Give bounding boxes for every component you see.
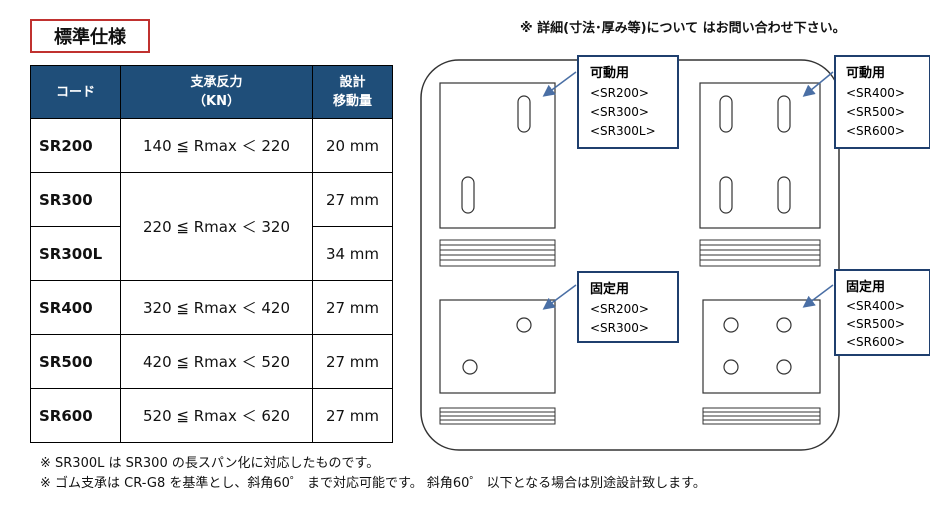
row-displacement: 27 mm bbox=[312, 388, 393, 443]
callout-item: <SR400> bbox=[846, 299, 905, 313]
callout-arrow bbox=[802, 71, 834, 97]
row-range: 420 ≦ Rmax ＜ 520 bbox=[120, 334, 313, 389]
bolt-hole bbox=[516, 317, 532, 333]
callout-item: <SR300> bbox=[590, 321, 649, 335]
row-code: SR500 bbox=[30, 334, 121, 389]
inquiry-note: ※ 詳細(寸法･厚み等)について はお問い合わせ下さい。 bbox=[520, 21, 846, 36]
callout-arrow bbox=[542, 284, 577, 310]
header-force-line2: （KN） bbox=[193, 94, 240, 109]
row-code: SR300L bbox=[30, 226, 121, 281]
row-displacement: 34 mm bbox=[312, 226, 393, 281]
row-range: 320 ≦ Rmax ＜ 420 bbox=[120, 280, 313, 335]
callout-movable-large: 可動用 <SR400> <SR500> <SR600> bbox=[834, 55, 930, 149]
header-disp-line2: 移動量 bbox=[332, 94, 372, 109]
bolt-hole bbox=[723, 359, 739, 375]
row-displacement: 20 mm bbox=[312, 118, 393, 173]
spec-table: コード 支承反力 （KN） 設計移動量 SR200 140 ≦ Rmax ＜ 22… bbox=[30, 65, 393, 443]
footnote: ※ SR300L は SR300 の長スパン化に対応したものです。 bbox=[40, 456, 380, 471]
callout-arrow bbox=[542, 71, 577, 97]
table-row: SR300 220 ≦ Rmax ＜ 320 27 mm bbox=[30, 172, 393, 281]
table-row: SR500 420 ≦ Rmax ＜ 520 27 mm bbox=[30, 334, 393, 389]
callout-item: <SR200> bbox=[590, 86, 649, 100]
row-displacement: 27 mm bbox=[312, 334, 393, 389]
rubber-pad-section bbox=[699, 239, 821, 267]
callout-title: 可動用 bbox=[590, 65, 629, 81]
page-title: 標準仕様 bbox=[30, 19, 150, 53]
row-range: 140 ≦ Rmax ＜ 220 bbox=[120, 118, 313, 173]
bolt-hole bbox=[776, 317, 792, 333]
row-displacement: 27 mm bbox=[312, 172, 393, 227]
callout-title: 可動用 bbox=[846, 65, 885, 81]
header-force-line1: 支承反力 bbox=[190, 75, 243, 90]
movable-large-plate bbox=[699, 82, 821, 229]
table-row: SR300L 34 mm bbox=[30, 226, 393, 281]
callout-item: <SR200> bbox=[590, 302, 649, 316]
bolt-hole bbox=[462, 359, 478, 375]
callout-item: <SR400> bbox=[846, 86, 905, 100]
row-displacement: 27 mm bbox=[312, 280, 393, 335]
callout-item: <SR600> bbox=[846, 124, 905, 138]
callout-item: <SR500> bbox=[846, 317, 905, 331]
row-code: SR300 bbox=[30, 172, 121, 227]
slot-hole bbox=[719, 95, 733, 133]
table-row: SR200 140 ≦ Rmax ＜ 220 20 mm bbox=[30, 118, 393, 173]
bolt-hole bbox=[723, 317, 739, 333]
callout-item: <SR600> bbox=[846, 335, 905, 349]
callout-fixed-small: 固定用 <SR200> <SR300> bbox=[577, 271, 679, 343]
rubber-pad-section bbox=[702, 407, 821, 425]
rubber-pad-section bbox=[439, 239, 556, 267]
callout-item: <SR500> bbox=[846, 105, 905, 119]
slot-hole bbox=[777, 95, 791, 133]
callout-movable-small: 可動用 <SR200> <SR300> <SR300L> bbox=[577, 55, 679, 149]
callout-item: <SR300L> bbox=[590, 124, 656, 138]
movable-small-plate bbox=[439, 82, 556, 229]
footnote: ※ ゴム支承は CR-G8 を基準とし、斜角60゜ まで対応可能です。 斜角60… bbox=[40, 476, 706, 491]
footnotes: ※ SR300L は SR300 の長スパン化に対応したものです。 ※ ゴム支承… bbox=[40, 454, 706, 494]
table-header-row: コード 支承反力 （KN） 設計移動量 bbox=[30, 65, 393, 119]
slot-hole bbox=[461, 176, 475, 214]
slot-hole bbox=[517, 95, 531, 133]
row-range: 520 ≦ Rmax ＜ 620 bbox=[120, 388, 313, 443]
callout-fixed-large: 固定用 <SR400> <SR500> <SR600> bbox=[834, 269, 930, 356]
slot-hole bbox=[719, 176, 733, 214]
table-row: SR600 520 ≦ Rmax ＜ 620 27 mm bbox=[30, 388, 393, 443]
callout-title: 固定用 bbox=[846, 279, 885, 295]
rubber-pad-section bbox=[439, 407, 556, 425]
fixed-large-plate bbox=[702, 299, 821, 394]
fixed-small-plate bbox=[439, 299, 556, 394]
header-disp-line1: 設計 bbox=[339, 75, 366, 90]
page-title-text: 標準仕様 bbox=[54, 27, 126, 48]
table-row: SR400 320 ≦ Rmax ＜ 420 27 mm bbox=[30, 280, 393, 335]
callout-item: <SR300> bbox=[590, 105, 649, 119]
bolt-hole bbox=[776, 359, 792, 375]
header-displacement: 設計移動量 bbox=[312, 65, 393, 119]
row-range: 220 ≦ Rmax ＜ 320 bbox=[120, 172, 313, 281]
callout-title: 固定用 bbox=[590, 281, 629, 297]
header-code: コード bbox=[30, 65, 121, 119]
callout-arrow bbox=[802, 284, 834, 308]
row-code: SR200 bbox=[30, 118, 121, 173]
slot-hole bbox=[777, 176, 791, 214]
